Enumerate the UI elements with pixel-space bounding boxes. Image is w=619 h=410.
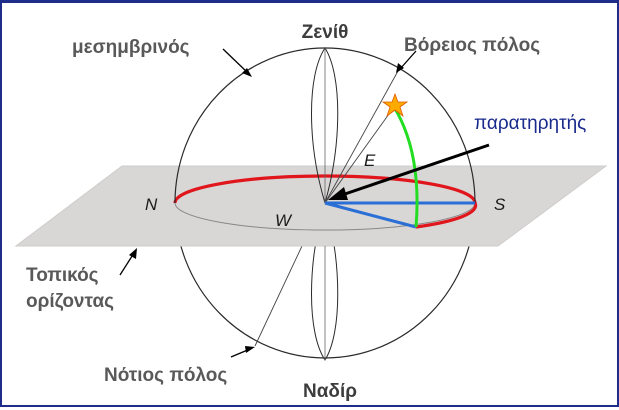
north-pole-arrow-line: [399, 50, 417, 70]
observer-arrow-line: [341, 143, 490, 197]
local-horizon-plane: [14, 165, 608, 247]
star-altitude-arc: [392, 106, 419, 228]
local-horizon-label-1: Τοπικός: [26, 265, 99, 286]
west-direction-label: W: [275, 211, 293, 230]
south-pole-label: Νότιος πόλος: [104, 365, 227, 386]
observer-label: παρατηρητής: [474, 113, 586, 134]
observer-arrow-head: [328, 187, 348, 200]
star-direction-line: [324, 106, 395, 204]
pole-axis-lower: [254, 245, 303, 347]
south-pole-arrow-head: [245, 346, 255, 353]
north-direction-label: N: [145, 195, 158, 214]
meridian-arrow-line: [222, 48, 249, 74]
north-pole-label: Βόρειος πόλος: [404, 35, 540, 56]
horizon-arrow-head: [129, 248, 137, 259]
pole-axis-upper: [324, 70, 399, 204]
horizon-ellipse-front-red: [415, 202, 478, 229]
star-icon: [381, 92, 409, 118]
meridian-label: μεσημβρινός: [72, 37, 190, 58]
azimuth-line-star: [324, 201, 417, 229]
horizon-ellipse-front: [174, 202, 476, 231]
celestial-sphere-diagram: Ζενίθ μεσημβρινός Βόρειος πόλος παρατηρη…: [14, 22, 608, 402]
south-direction-label: S: [494, 195, 506, 214]
meridian-arrow-head: [242, 68, 252, 77]
horizon-arrow-line: [119, 252, 135, 276]
nadir-label: Ναδίρ: [303, 381, 357, 402]
zenith-label: Ζενίθ: [302, 22, 349, 43]
local-horizon-label-2: ορίζοντας: [26, 291, 114, 312]
north-pole-arrow-head: [396, 63, 404, 73]
east-direction-label: E: [364, 151, 376, 170]
